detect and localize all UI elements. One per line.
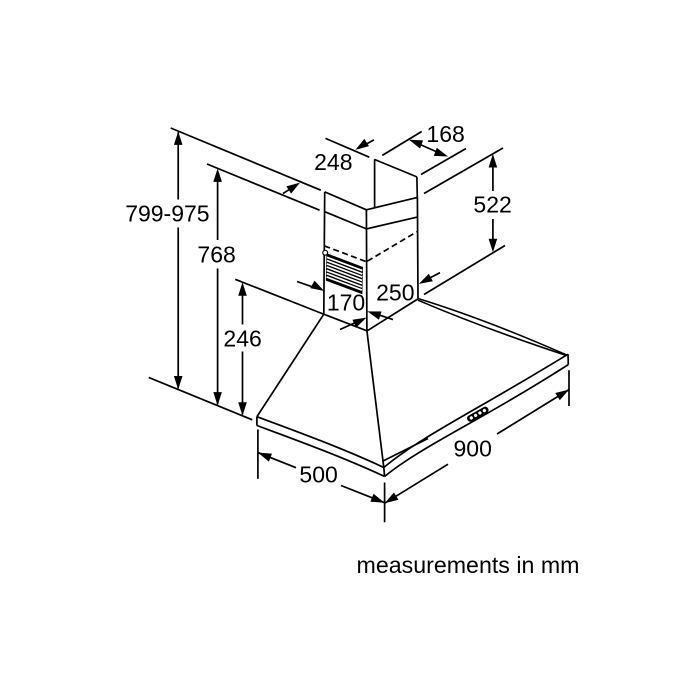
- svg-text:500: 500: [299, 462, 337, 488]
- svg-text:168: 168: [426, 121, 464, 147]
- svg-text:522: 522: [473, 191, 511, 217]
- svg-text:measurements in mm: measurements in mm: [357, 552, 580, 578]
- svg-text:768: 768: [197, 242, 235, 268]
- svg-text:900: 900: [454, 436, 492, 462]
- svg-text:170: 170: [327, 290, 365, 316]
- svg-text:799-975: 799-975: [125, 201, 209, 227]
- svg-text:246: 246: [223, 326, 261, 352]
- svg-text:248: 248: [314, 149, 352, 175]
- svg-text:250: 250: [376, 279, 414, 305]
